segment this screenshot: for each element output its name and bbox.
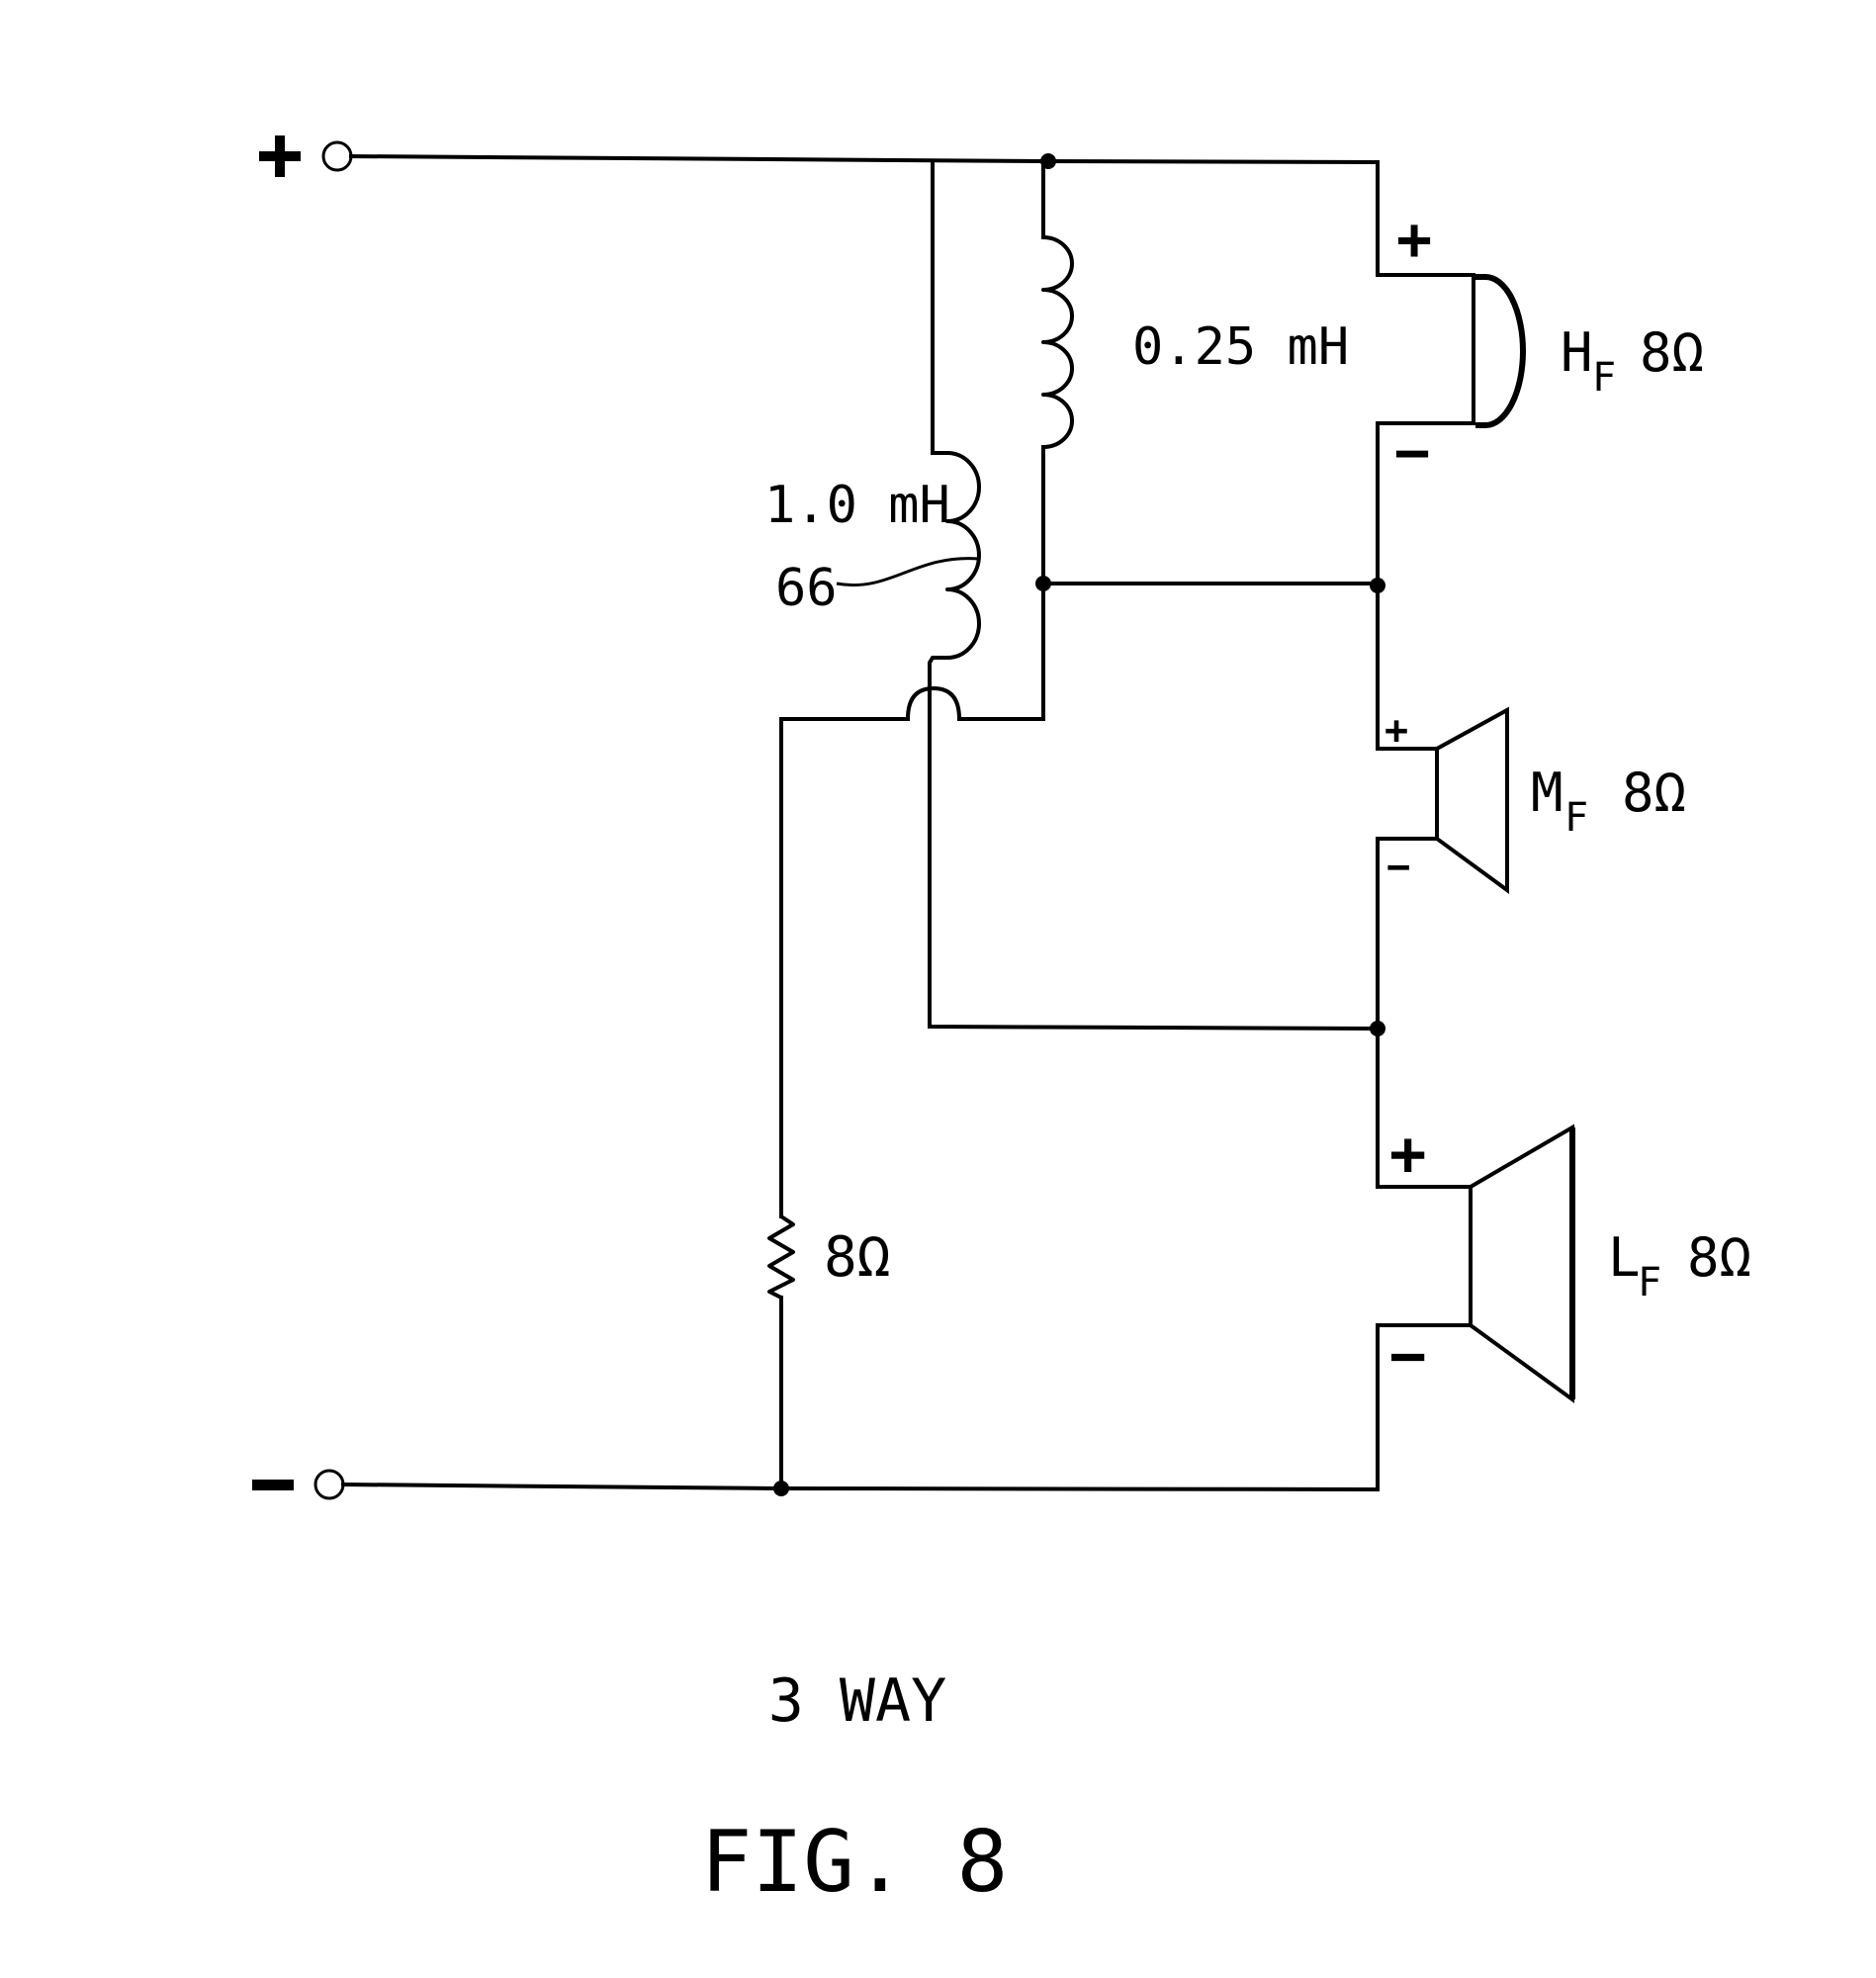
leader-line — [836, 557, 980, 586]
inductor-1-0mh-label: 1.0 mH — [764, 476, 950, 535]
positive-terminal-circle — [321, 140, 353, 172]
negative-terminal — [252, 1469, 345, 1500]
main-coil-lead-top — [931, 159, 949, 455]
hf-minus-sign: − — [1394, 418, 1430, 488]
tweeter-dome — [1475, 274, 1526, 428]
negative-rail — [340, 1482, 1381, 1492]
positive-terminal — [259, 135, 353, 177]
inductor-1-0mh: 1.0 mH 66 — [764, 451, 981, 660]
mf-cone — [1434, 706, 1509, 894]
junction-dot — [1370, 578, 1385, 593]
junction-dot — [773, 1481, 789, 1496]
plus-sign-v — [275, 135, 285, 177]
mf-label: M — [1531, 762, 1563, 824]
hf-label-subscript: F — [1592, 355, 1616, 401]
resistor-label: 8Ω — [824, 1225, 890, 1290]
mf-impedance: 8Ω — [1622, 762, 1686, 824]
positive-rail — [348, 153, 1381, 165]
negative-terminal-circle — [313, 1469, 345, 1500]
main-coil-lead-bottom — [928, 656, 1381, 1032]
minus-sign — [252, 1480, 294, 1490]
figure-number: FIG. 8 — [701, 1813, 1009, 1912]
hf-plus-sign: + — [1396, 205, 1432, 274]
lf-impedance: 8Ω — [1687, 1226, 1751, 1289]
lf-magnet-body — [1376, 1185, 1473, 1327]
mf-label-subscript: F — [1564, 795, 1588, 841]
inductor-coil — [1041, 235, 1074, 449]
resistor-8ohm: 8Ω — [767, 1214, 890, 1300]
speaker-hf: + − H F 8Ω — [1376, 205, 1704, 488]
lf-label: L — [1608, 1226, 1641, 1289]
node-wire-right — [957, 582, 1045, 721]
lf-minus-sign: − — [1389, 1319, 1426, 1392]
mf-minus-sign: − — [1386, 845, 1410, 890]
resistor-zigzag — [767, 1214, 795, 1300]
wiring — [340, 153, 1381, 1492]
inductor-0-25mh-label: 0.25 mH — [1132, 317, 1349, 377]
lf-cone-rim — [1569, 1127, 1575, 1399]
mf-magnet-body — [1376, 747, 1439, 841]
lf-label-subscript: F — [1638, 1260, 1661, 1305]
inductor-0-25mh: 0.25 mH — [1041, 235, 1349, 449]
inductor-coil — [945, 451, 981, 660]
hf-impedance: 8Ω — [1640, 321, 1704, 384]
lf-plus-sign: + — [1389, 1118, 1426, 1190]
hf-label: H — [1561, 321, 1593, 384]
wire-crossover-hop — [906, 686, 961, 721]
lf-cone — [1468, 1124, 1574, 1403]
junction-dot — [1035, 576, 1051, 591]
resistor-lead-top — [779, 717, 910, 1218]
junctions — [773, 153, 1385, 1496]
tweeter-body — [1376, 273, 1475, 425]
junction-dot — [1370, 1021, 1385, 1036]
junction-dot — [1040, 153, 1056, 169]
speaker-lf: + − L F 8Ω — [1376, 1118, 1751, 1403]
speaker-mf: + − M F 8Ω — [1376, 706, 1686, 894]
mf-plus-sign: + — [1385, 708, 1408, 754]
diagram-subtitle: 3 WAY — [768, 1666, 947, 1736]
reference-numeral: 66 — [775, 559, 838, 618]
